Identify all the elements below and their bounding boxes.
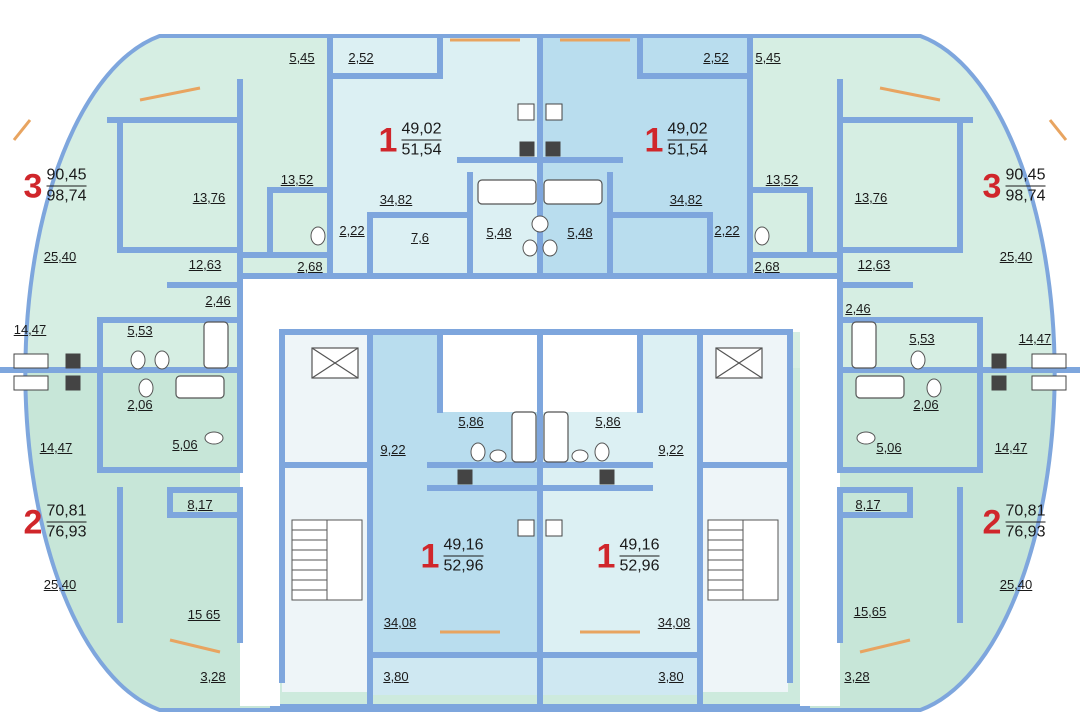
room-area-label: 2,46 <box>845 301 871 316</box>
room-area-label: 12,63 <box>857 257 891 272</box>
room-area-label: 25,40 <box>999 249 1033 264</box>
room-area-label: 14,47 <box>39 440 73 455</box>
room-count: 2 <box>982 503 1002 541</box>
total-area: 52,96 <box>443 557 484 575</box>
living-area: 90,45 <box>46 167 87 187</box>
room-area-label: 2,22 <box>714 223 740 238</box>
living-area: 49,16 <box>619 537 660 557</box>
room-area-label: 5,48 <box>567 225 593 240</box>
total-area: 98,74 <box>1005 187 1046 205</box>
room-area-label: 5,06 <box>876 440 902 455</box>
room-area-label: 2,68 <box>297 259 323 274</box>
courtyard-right <box>800 276 840 706</box>
room-area-label: 2,06 <box>913 397 939 412</box>
courtyard <box>240 276 840 332</box>
core-right <box>700 332 788 692</box>
room-count: 1 <box>596 537 616 575</box>
room-area-label: 34,82 <box>669 192 703 207</box>
living-area: 49,02 <box>401 121 442 141</box>
room-area-label: 5,86 <box>458 414 484 429</box>
room-area-label: 34,08 <box>657 615 691 630</box>
room-area-label: 15,65 <box>853 604 887 619</box>
room-area-label: 3,28 <box>844 669 870 684</box>
room-count: 2 <box>23 503 43 541</box>
room-area-label: 2,52 <box>703 50 729 65</box>
courtyard-left <box>240 276 280 706</box>
room-area-label: 2,06 <box>127 397 153 412</box>
room-area-label: 14,47 <box>994 440 1028 455</box>
room-area-label: 9,22 <box>658 442 684 457</box>
room-area-label: 7,6 <box>410 230 430 245</box>
room-area-label: 13,76 <box>192 190 226 205</box>
room-area-label: 2,68 <box>754 259 780 274</box>
living-area: 90,45 <box>1005 167 1046 187</box>
room-area-label: 14,47 <box>1018 331 1052 346</box>
room-area-label: 2,46 <box>205 293 231 308</box>
room-area-label: 5,06 <box>172 437 198 452</box>
room-area-label: 5,45 <box>755 50 781 65</box>
room-area-label: 34,08 <box>383 615 417 630</box>
room-count: 3 <box>23 167 43 205</box>
room-count: 1 <box>420 537 440 575</box>
room-area-label: 3,80 <box>383 669 409 684</box>
core-left <box>282 332 370 692</box>
room-area-label: 25,40 <box>43 249 77 264</box>
room-area-label: 2,22 <box>339 223 365 238</box>
room-count: 1 <box>644 121 664 159</box>
room-area-label: 8,17 <box>187 497 213 512</box>
room-area-label: 34,82 <box>379 192 413 207</box>
room-area-label: 13,52 <box>765 172 799 187</box>
living-area: 49,16 <box>443 537 484 557</box>
room-area-label: 9,22 <box>380 442 406 457</box>
total-area: 51,54 <box>667 141 708 159</box>
room-area-label: 5,48 <box>486 225 512 240</box>
room-area-label: 5,53 <box>909 331 935 346</box>
balcony-bottom-right <box>540 655 700 695</box>
living-area: 70,81 <box>1005 503 1046 523</box>
total-area: 52,96 <box>619 557 660 575</box>
room-area-label: 15 65 <box>187 607 221 622</box>
room-area-label: 3,80 <box>658 669 684 684</box>
room-area-label: 2,52 <box>348 50 374 65</box>
room-area-label: 25,40 <box>999 577 1033 592</box>
room-area-label: 13,76 <box>854 190 888 205</box>
room-area-label: 5,86 <box>595 414 621 429</box>
room-area-label: 14,47 <box>13 322 47 337</box>
total-area: 98,74 <box>46 187 87 205</box>
room-area-label: 3,28 <box>200 669 226 684</box>
room-area-label: 12,63 <box>188 257 222 272</box>
living-area: 49,02 <box>667 121 708 141</box>
living-area: 70,81 <box>46 503 87 523</box>
room-area-label: 13,52 <box>280 172 314 187</box>
balcony-bottom-left <box>370 655 540 695</box>
room-area-label: 5,53 <box>127 323 153 338</box>
total-area: 76,93 <box>46 523 87 541</box>
room-area-label: 25,40 <box>43 577 77 592</box>
room-count: 3 <box>982 167 1002 205</box>
room-count: 1 <box>378 121 398 159</box>
room-area-label: 8,17 <box>855 497 881 512</box>
room-area-label: 5,45 <box>289 50 315 65</box>
total-area: 51,54 <box>401 141 442 159</box>
total-area: 76,93 <box>1005 523 1046 541</box>
